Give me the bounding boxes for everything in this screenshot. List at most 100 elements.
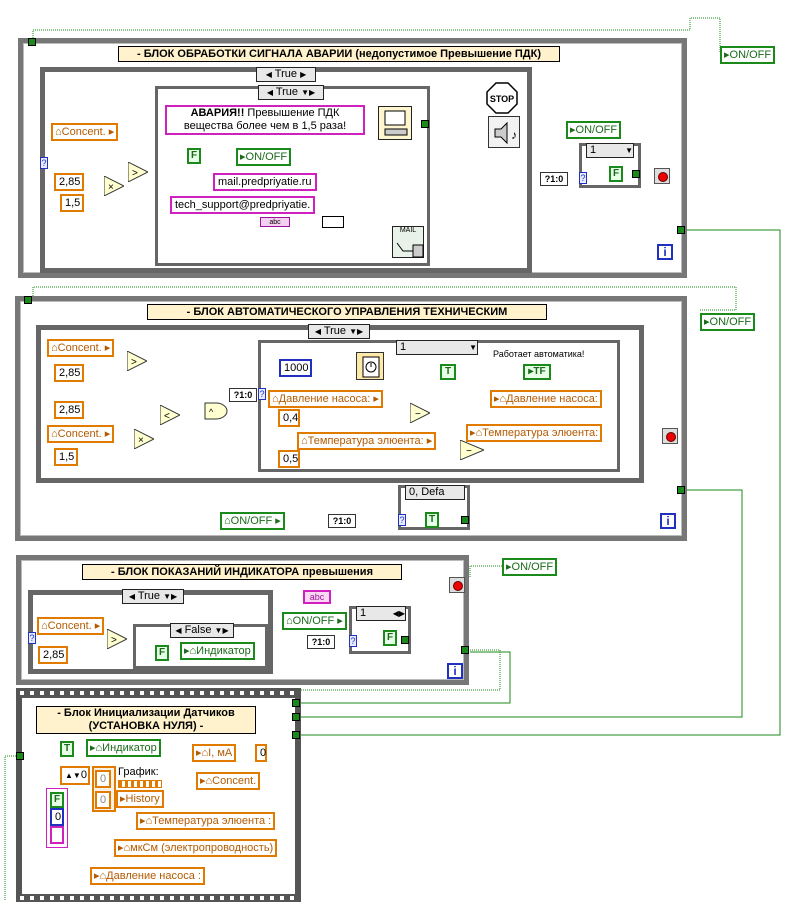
block2-const-285b: 2,85 [54, 401, 84, 419]
block1-email-address: mail.predpriyatie.ru [213, 173, 317, 191]
block2-concent-local1: ⌂Concent. ▸ [47, 339, 115, 357]
block2-auto-text: Работает автоматика! [493, 349, 585, 359]
block4-pressure-local: ▸⌂Давление насоса : [90, 867, 205, 885]
block3-loop-tunnel-right [461, 646, 469, 654]
block3-selector-terminal: ? [28, 632, 36, 644]
block1-selector-terminal: ? [40, 157, 48, 169]
block3-outer-case-selector[interactable]: ◀ True ▼▶ [122, 589, 184, 604]
block1-bool-to-int: ?1:0 [540, 172, 568, 186]
block1-concat-node: abc [260, 217, 290, 227]
svg-text:×: × [108, 182, 114, 193]
block1-outer-case-selector[interactable]: ◀ True ▶ [256, 67, 316, 82]
svg-text:^: ^ [209, 407, 214, 417]
block1-inner-case-selector[interactable]: ◀ True ▼▶ [258, 85, 324, 100]
block3-inner-case-value: False [184, 624, 212, 636]
block3-f-const: F [155, 645, 169, 661]
block4-tunnel1 [292, 699, 300, 707]
block1-outer-case-value: True [274, 68, 297, 80]
block1-right-selector-terminal: ? [579, 172, 587, 184]
block4-array-index: ▲▼0 [60, 766, 90, 785]
block1-onoff-local2: ▸ON/OFF [566, 121, 622, 139]
block4-graph-label: График: [118, 766, 159, 778]
block2-wait-ms: 1000 [279, 359, 312, 377]
block4-zero-num: 0 [255, 744, 267, 762]
block1-loop-tunnel-right [677, 226, 685, 234]
block1-case-tunnel-right [421, 120, 429, 128]
svg-text:<: < [164, 411, 170, 422]
block2-bool-to-int2: ?1:0 [328, 514, 356, 528]
onoff-top-global: ▸ON/OFF [720, 46, 776, 64]
block4-array-val1: 0 [95, 770, 111, 788]
block3-f-const2: F [383, 630, 397, 646]
block4-cluster-frame [46, 788, 68, 848]
block4-conductivity-local: ▸⌂мкСм (электропроводность) [114, 839, 278, 857]
block4-concent-local: ▸⌂Concent. [196, 772, 261, 790]
block1-dialog-icon [378, 106, 412, 140]
block2-stop-terminal[interactable] [662, 428, 678, 444]
block2-concent-local2: ⌂Concent. ▸ [47, 425, 115, 443]
block2-onoff: ⌂ON/OFF ▸ [220, 512, 285, 530]
block2-and-node: ^ [204, 402, 228, 420]
block4-title: - Блок Инициализации Датчиков (УСТАНОВКА… [36, 706, 256, 734]
block1-send-mail-icon: MAIL [392, 226, 424, 258]
block4-empty-string [50, 826, 64, 844]
block3-abc-const: abc [303, 590, 331, 604]
block2-loop-tunnel-right [677, 486, 685, 494]
block2-subtract-node2: − [460, 440, 484, 460]
block1-stop-terminal[interactable] [654, 168, 670, 184]
onoff-block3-global: ▸ON/OFF [502, 558, 558, 576]
svg-text:−: − [466, 446, 472, 457]
block2-outer-case-selector[interactable]: ◀ True ▼▶ [308, 324, 370, 339]
svg-text:×: × [138, 435, 144, 446]
block3-inner-case-selector[interactable]: ◀ False ▼▶ [170, 623, 234, 638]
block2-const-285a: 2,85 [54, 364, 84, 382]
block3-indicator-local: ▸⌂Индикатор [180, 642, 255, 660]
block1-greater-node: > [128, 162, 148, 182]
block2-inner-selector-terminal: ? [258, 388, 266, 400]
block2-temp-out: ▸⌂Температура элюента: [466, 424, 603, 442]
block2-subtract-node1: − [410, 403, 430, 423]
block1-title: - БЛОК ОБРАБОТКИ СИГНАЛА АВАРИИ (недопус… [118, 46, 560, 62]
block2-default-case-selector[interactable]: 0, Defa [405, 485, 465, 500]
block2-outer-case-value: True [323, 325, 347, 337]
block3-stop-terminal[interactable] [449, 577, 465, 593]
beep-sound-icon: ♪ [488, 116, 520, 148]
block4-f-const: F [50, 792, 64, 808]
svg-text:>: > [132, 168, 138, 179]
block1-right-tunnel [632, 170, 640, 178]
svg-text:>: > [131, 357, 137, 368]
block3-right-case-selector[interactable]: 1◀▶ [356, 606, 406, 621]
stop-icon: STOP [486, 82, 518, 114]
block2-less-node: < [160, 405, 180, 425]
block2-bool-to-int: ?1:0 [229, 388, 257, 402]
block1-shift-tunnel [28, 38, 36, 46]
block1-iteration-terminal: i [657, 244, 673, 260]
block4-ima-local: ▸⌂I, мА [192, 744, 237, 762]
block3-right-selector-terminal: ? [349, 635, 357, 647]
block2-default-selector-terminal: ? [398, 514, 406, 526]
block3-iteration-terminal: i [447, 663, 463, 679]
block2-true-const: T [440, 364, 456, 380]
block3-concent-local: ⌂Concent. ▸ [37, 617, 105, 635]
block1-build-array-node [322, 216, 344, 228]
block2-inner-case-selector[interactable]: 1▼ [396, 340, 478, 355]
block2-iteration-terminal: i [660, 513, 676, 529]
block3-outer-case-value: True [137, 590, 161, 602]
block2-const-15: 1,5 [54, 448, 78, 466]
wait-timer-icon [356, 352, 384, 380]
onoff-right-global: ▸ON/OFF [700, 313, 756, 331]
block3-right-case-value: 1 [360, 607, 367, 619]
block1-right-case-selector[interactable]: 1▼ [586, 143, 634, 158]
block3-bool-to-int: ?1:0 [307, 635, 335, 649]
block4-indicator-local: ▸⌂Индикатор [86, 739, 161, 757]
block1-const-15: 1,5 [60, 194, 84, 212]
block1-alarm-message: АВАРИЯ!! Превышение ПДК вещества более ч… [165, 105, 365, 135]
block1-right-case-value: 1 [590, 144, 597, 156]
block1-f-const2: F [609, 166, 623, 182]
block3-title: - БЛОК ПОКАЗАНИЙ ИНДИКАТОРА превышения [82, 564, 402, 580]
block2-default-tunnel [461, 516, 469, 524]
block2-const-04: 0,4 [278, 409, 300, 427]
block2-greater-node: > [127, 351, 147, 371]
block4-graph-terminal [118, 780, 162, 788]
block4-title-line2: (УСТАНОВКА НУЛЯ) - [88, 720, 204, 732]
